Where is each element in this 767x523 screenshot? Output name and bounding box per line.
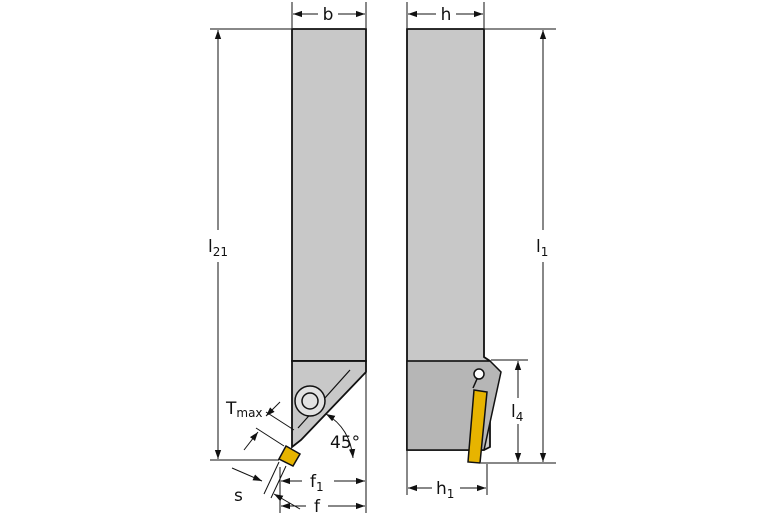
side-pin [473,368,485,380]
holder-top-view [277,28,367,467]
label-f: f [314,497,321,517]
label-h: h [441,5,452,25]
label-l21: l21 [208,237,228,259]
dimension-l1: l1 [481,28,556,464]
holder-side-view [406,28,502,464]
label-f1: f1 [310,472,324,494]
dimension-h1: h1 [406,451,488,501]
label-h1: h1 [436,479,454,501]
cutting-insert-tip [277,444,302,467]
label-l4: l4 [511,402,523,424]
dimension-l21: l21 [208,28,291,461]
dimension-b: b [291,2,367,28]
label-s: s [234,486,243,506]
side-pin-stem [472,378,478,389]
label-tmax: Tmax [225,399,263,420]
dimension-tmax: Tmax [225,399,295,451]
label-l1: l1 [536,237,548,259]
clamp-screw-inner [301,392,319,410]
dimension-l4: l4 [491,359,528,462]
side-head-relief [406,360,502,451]
side-cutting-blade [467,389,488,464]
dimension-h: h [406,2,485,28]
holder-shank [291,28,367,362]
label-b: b [323,5,334,25]
dimension-s: s [231,461,301,510]
label-angle: 45° [330,433,360,453]
angle-45: 45° [325,413,360,459]
dimension-f1: f1 [279,372,367,513]
dimension-f: f [281,497,365,517]
